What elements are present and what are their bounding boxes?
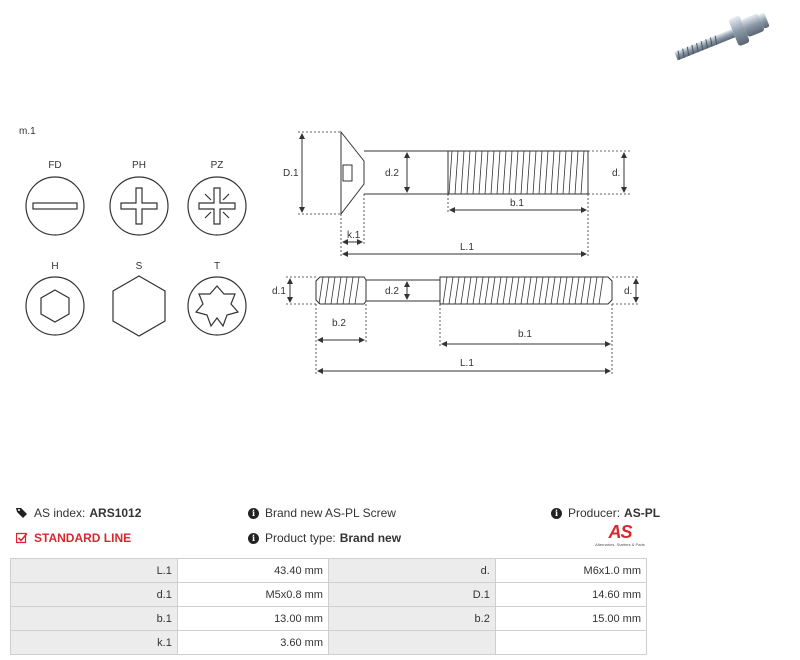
table-row: d.1 M5x0.8 mm D.1 14.60 mm [10,582,648,607]
spec-value: 43.40 mm [176,558,329,583]
dim-label-D1: D.1 [283,168,299,179]
head-label-t: T [213,261,221,272]
technical-drawing [286,130,640,376]
torx-drive-icon [187,276,247,336]
table-row: L.1 43.40 mm d. M6x1.0 mm [10,558,648,583]
dim-label-d2-top: d.2 [385,168,399,179]
spec-key: b.1 [10,606,178,631]
spec-value: M5x0.8 mm [176,582,329,607]
product-type-label: Product type: [265,531,336,545]
logo-tagline: Alternators, Starters & Parts [595,542,645,547]
as-index-value: ARS1012 [89,506,142,520]
spec-value: M6x1.0 mm [494,558,648,583]
spec-value: 13.00 mm [176,606,329,631]
table-row: k.1 3.60 mm [10,630,648,655]
dim-label-b1-bottom: b.1 [518,329,532,340]
spec-key: L.1 [10,558,178,583]
spec-key: d. [327,558,496,583]
drive-types-label: m.1 [19,126,36,137]
dim-label-b1-top: b.1 [510,198,524,209]
as-index-row: AS index: ARS1012 [16,506,141,520]
head-label-s: S [135,261,143,272]
spec-value [494,630,648,655]
hex-head-icon [112,275,166,337]
hex-socket-drive-icon [25,276,85,336]
info-icon: i [248,532,259,544]
standard-line-row: STANDARD LINE [16,531,131,545]
dim-label-k1: k.1 [347,230,361,241]
spec-key [327,630,496,655]
dim-label-L1-top: L.1 [460,242,474,253]
as-index-label: AS index: [34,506,86,520]
dim-label-d2-bottom: d.2 [385,286,399,297]
countersunk-screw-drawing [340,130,589,216]
stud-drawing [315,276,613,305]
logo-mark: AS [608,522,632,542]
standard-line-text: STANDARD LINE [34,531,132,545]
dim-label-d1: d.1 [272,286,286,297]
info-icon: i [551,507,562,519]
description-row: i Brand new AS-PL Screw [248,506,396,520]
head-label-ph: PH [132,160,146,171]
spec-value: 3.60 mm [176,630,329,655]
dim-label-b2: b.2 [332,318,346,329]
product-photo [674,13,770,61]
spec-value: 14.60 mm [494,582,648,607]
producer-row: i Producer: AS-PL [551,506,660,520]
brand-logo: AS Alternators, Starters & Parts [590,522,650,547]
dim-label-d-bottom: d. [624,286,633,297]
producer-label: Producer: [568,506,621,520]
spec-key: d.1 [10,582,178,607]
spec-key: k.1 [10,630,178,655]
head-label-fd: FD [48,160,62,171]
dim-label-L1-bottom: L.1 [460,358,474,369]
spec-value: 15.00 mm [494,606,648,631]
product-type-value: Brand new [339,531,402,545]
dim-label-d-top: d. [612,168,621,179]
product-type-row: i Product type: Brand new [248,531,401,545]
info-icon: i [248,507,259,519]
tag-icon [16,508,27,518]
table-row: b.1 13.00 mm b.2 15.00 mm [10,606,648,631]
head-label-pz: PZ [210,160,224,171]
specs-table: L.1 43.40 mm d. M6x1.0 mm d.1 M5x0.8 mm … [10,558,648,655]
head-label-h: H [51,261,59,272]
description-text: Brand new AS-PL Screw [265,506,396,520]
phillips-drive-icon [109,176,169,236]
spec-key: D.1 [327,582,496,607]
checkbox-checked-icon [16,532,28,544]
flat-slot-drive-icon [25,176,85,236]
producer-value: AS-PL [624,506,661,520]
pozidriv-drive-icon [187,176,247,236]
spec-key: b.2 [327,606,496,631]
drive-type-icons [25,176,247,337]
